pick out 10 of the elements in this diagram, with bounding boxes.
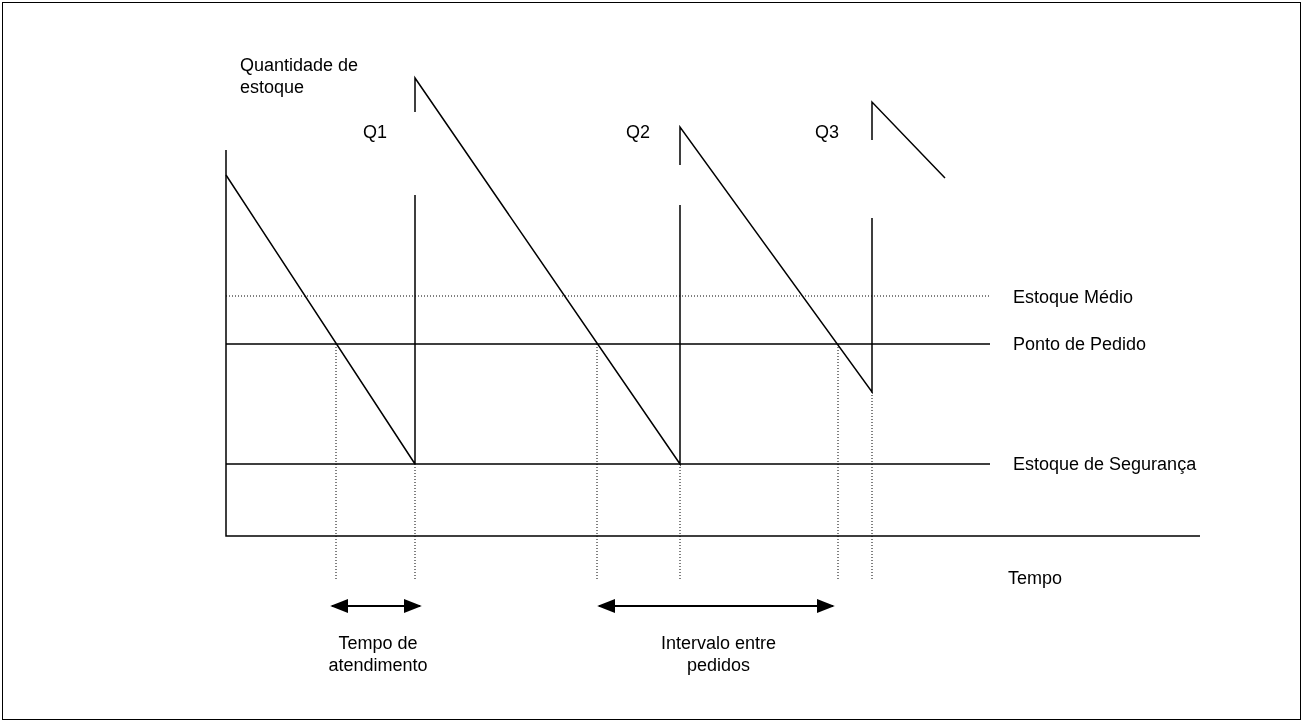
level-label: Estoque Médio	[1013, 286, 1135, 308]
quantity-label: Q3	[815, 121, 840, 143]
axis-title: Quantidade de estoque	[240, 54, 360, 98]
axis-title: Tempo	[1008, 567, 1064, 589]
level-label: Ponto de Pedido	[1013, 333, 1148, 355]
interval-label: Tempo de atendimento	[327, 632, 429, 676]
quantity-label: Q2	[626, 121, 651, 143]
interval-label: Intervalo entre pedidos	[659, 632, 778, 676]
level-label: Estoque de Segurança	[1013, 453, 1198, 475]
quantity-label: Q1	[363, 121, 388, 143]
